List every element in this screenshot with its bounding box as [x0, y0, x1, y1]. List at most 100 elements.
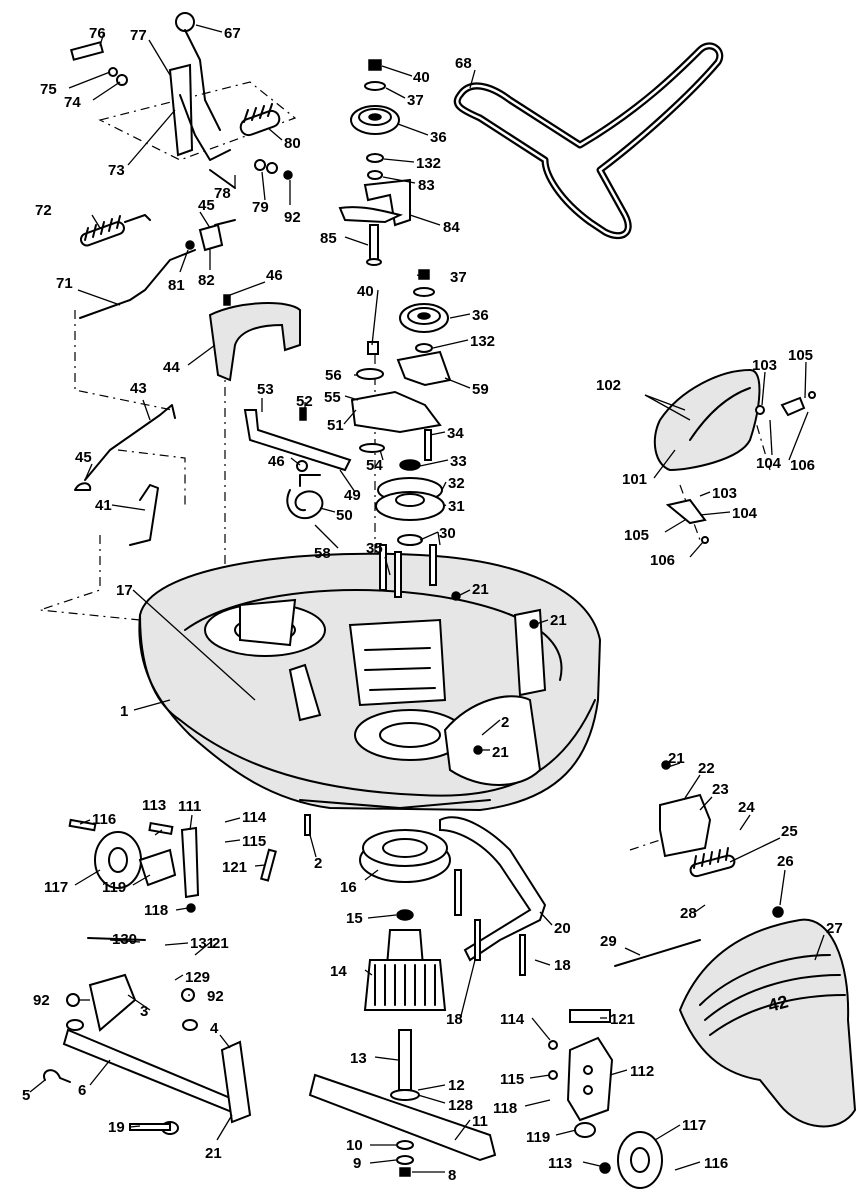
- callout-21-hanger: 21: [212, 935, 229, 952]
- callout-9: 9: [353, 1155, 361, 1172]
- callout-13: 13: [350, 1050, 367, 1067]
- discharge-chute: 42: [678, 918, 857, 1128]
- callout-81: 81: [168, 277, 185, 294]
- callout-112: 112: [630, 1063, 654, 1080]
- callout-21-deck-right: 21: [550, 612, 567, 629]
- lower-idler-pulley-assembly: [350, 269, 452, 461]
- callout-105-top: 105: [788, 347, 813, 364]
- callout-115-right: 115: [500, 1071, 524, 1088]
- callout-54: 54: [366, 457, 383, 474]
- callout-52: 52: [296, 393, 313, 410]
- callout-104-top: 104: [756, 455, 782, 472]
- callout-77: 77: [130, 27, 147, 44]
- blade-spindle-assembly: [308, 829, 497, 1177]
- callout-49: 49: [344, 487, 361, 504]
- callout-30: 30: [439, 525, 456, 542]
- callout-15: 15: [346, 910, 363, 927]
- callout-117-right: 117: [682, 1117, 706, 1134]
- callout-5: 5: [22, 1087, 30, 1104]
- callout-11: 11: [472, 1113, 488, 1130]
- callout-18-left: 18: [446, 1011, 463, 1028]
- callout-37-top: 37: [407, 92, 424, 109]
- callout-82: 82: [198, 272, 215, 289]
- callout-18-right: 18: [554, 957, 571, 974]
- callout-85: 85: [320, 230, 337, 247]
- callout-24: 24: [738, 799, 755, 816]
- callout-27: 27: [826, 920, 843, 937]
- callout-33: 33: [450, 453, 467, 470]
- callout-46-top: 46: [266, 267, 283, 284]
- callout-104-bottom: 104: [732, 505, 758, 522]
- idler-arm-and-spring: [243, 407, 352, 520]
- belt-guard: [208, 294, 301, 382]
- callout-45-left: 45: [75, 449, 92, 466]
- discharge-baffle: [653, 368, 816, 544]
- lift-spring-and-rods: [74, 214, 236, 546]
- callout-6: 6: [78, 1082, 86, 1099]
- callout-114-left: 114: [242, 809, 267, 826]
- callout-117-left: 117: [44, 879, 68, 896]
- callout-44: 44: [163, 359, 180, 376]
- callout-4: 4: [210, 1020, 219, 1037]
- callout-106-bottom: 106: [650, 552, 675, 569]
- callout-106-top: 106: [790, 457, 815, 474]
- callout-21-deck-front: 21: [492, 744, 509, 761]
- callout-36-mid: 36: [472, 307, 489, 324]
- callout-50: 50: [336, 507, 353, 524]
- callout-118-right: 118: [493, 1100, 517, 1117]
- callout-84: 84: [443, 219, 460, 236]
- callout-58: 58: [314, 545, 331, 562]
- callout-67: 67: [224, 25, 241, 42]
- callout-2-bolt: 2: [314, 855, 322, 872]
- callout-14: 14: [330, 963, 347, 980]
- callout-20: 20: [554, 920, 571, 937]
- callout-32: 32: [448, 475, 465, 492]
- callout-128: 128: [448, 1097, 473, 1114]
- mower-deck-housing: [138, 552, 602, 812]
- callout-8: 8: [448, 1167, 456, 1184]
- callout-26: 26: [777, 853, 794, 870]
- callout-103-bottom: 103: [712, 485, 737, 502]
- callout-113-right: 113: [548, 1155, 572, 1172]
- callout-131: 131: [190, 935, 215, 952]
- callout-102: 102: [596, 377, 621, 394]
- callout-41: 41: [95, 497, 112, 514]
- callout-92-top: 92: [284, 209, 301, 226]
- callout-21-bracket: 21: [668, 750, 685, 767]
- callout-34: 34: [447, 425, 464, 442]
- callout-111: 111: [178, 798, 201, 815]
- callout-68: 68: [455, 55, 472, 72]
- callout-31: 31: [448, 498, 465, 515]
- callout-2-deck: 2: [501, 714, 509, 731]
- callout-121-right: 121: [610, 1011, 635, 1028]
- callout-56: 56: [325, 367, 342, 384]
- callout-28: 28: [680, 905, 697, 922]
- callout-92-left: 92: [33, 992, 50, 1009]
- front-hanger-and-link: [43, 937, 252, 1135]
- callout-83: 83: [418, 177, 435, 194]
- callout-3: 3: [140, 1003, 148, 1020]
- callout-leader-lines: [29, 24, 825, 1173]
- callout-114-right: 114: [500, 1011, 525, 1028]
- callout-51: 51: [327, 417, 344, 434]
- callout-113-left: 113: [142, 797, 166, 814]
- callout-118-left: 118: [144, 902, 168, 919]
- callout-37-mid: 37: [450, 269, 467, 286]
- belt-guide-bracket: [439, 816, 547, 962]
- callout-labels: 67 76 77 75 74 80 73 78 79 92 72 45 81 8…: [22, 25, 843, 1184]
- callout-80: 80: [284, 135, 301, 152]
- callout-59: 59: [472, 381, 489, 398]
- callout-21-link: 21: [205, 1145, 222, 1162]
- right-gauge-wheel-assembly: [566, 1009, 663, 1189]
- chute-hinge-bracket: [614, 793, 784, 967]
- callout-115-left: 115: [242, 833, 266, 850]
- callout-36-top: 36: [430, 129, 447, 146]
- callout-74: 74: [64, 94, 81, 111]
- callout-121-left: 121: [222, 859, 247, 876]
- callout-132-mid: 132: [470, 333, 495, 350]
- callout-16: 16: [340, 879, 357, 896]
- callout-35: 35: [366, 540, 383, 557]
- callout-25: 25: [781, 823, 798, 840]
- callout-46-mid: 46: [268, 453, 285, 470]
